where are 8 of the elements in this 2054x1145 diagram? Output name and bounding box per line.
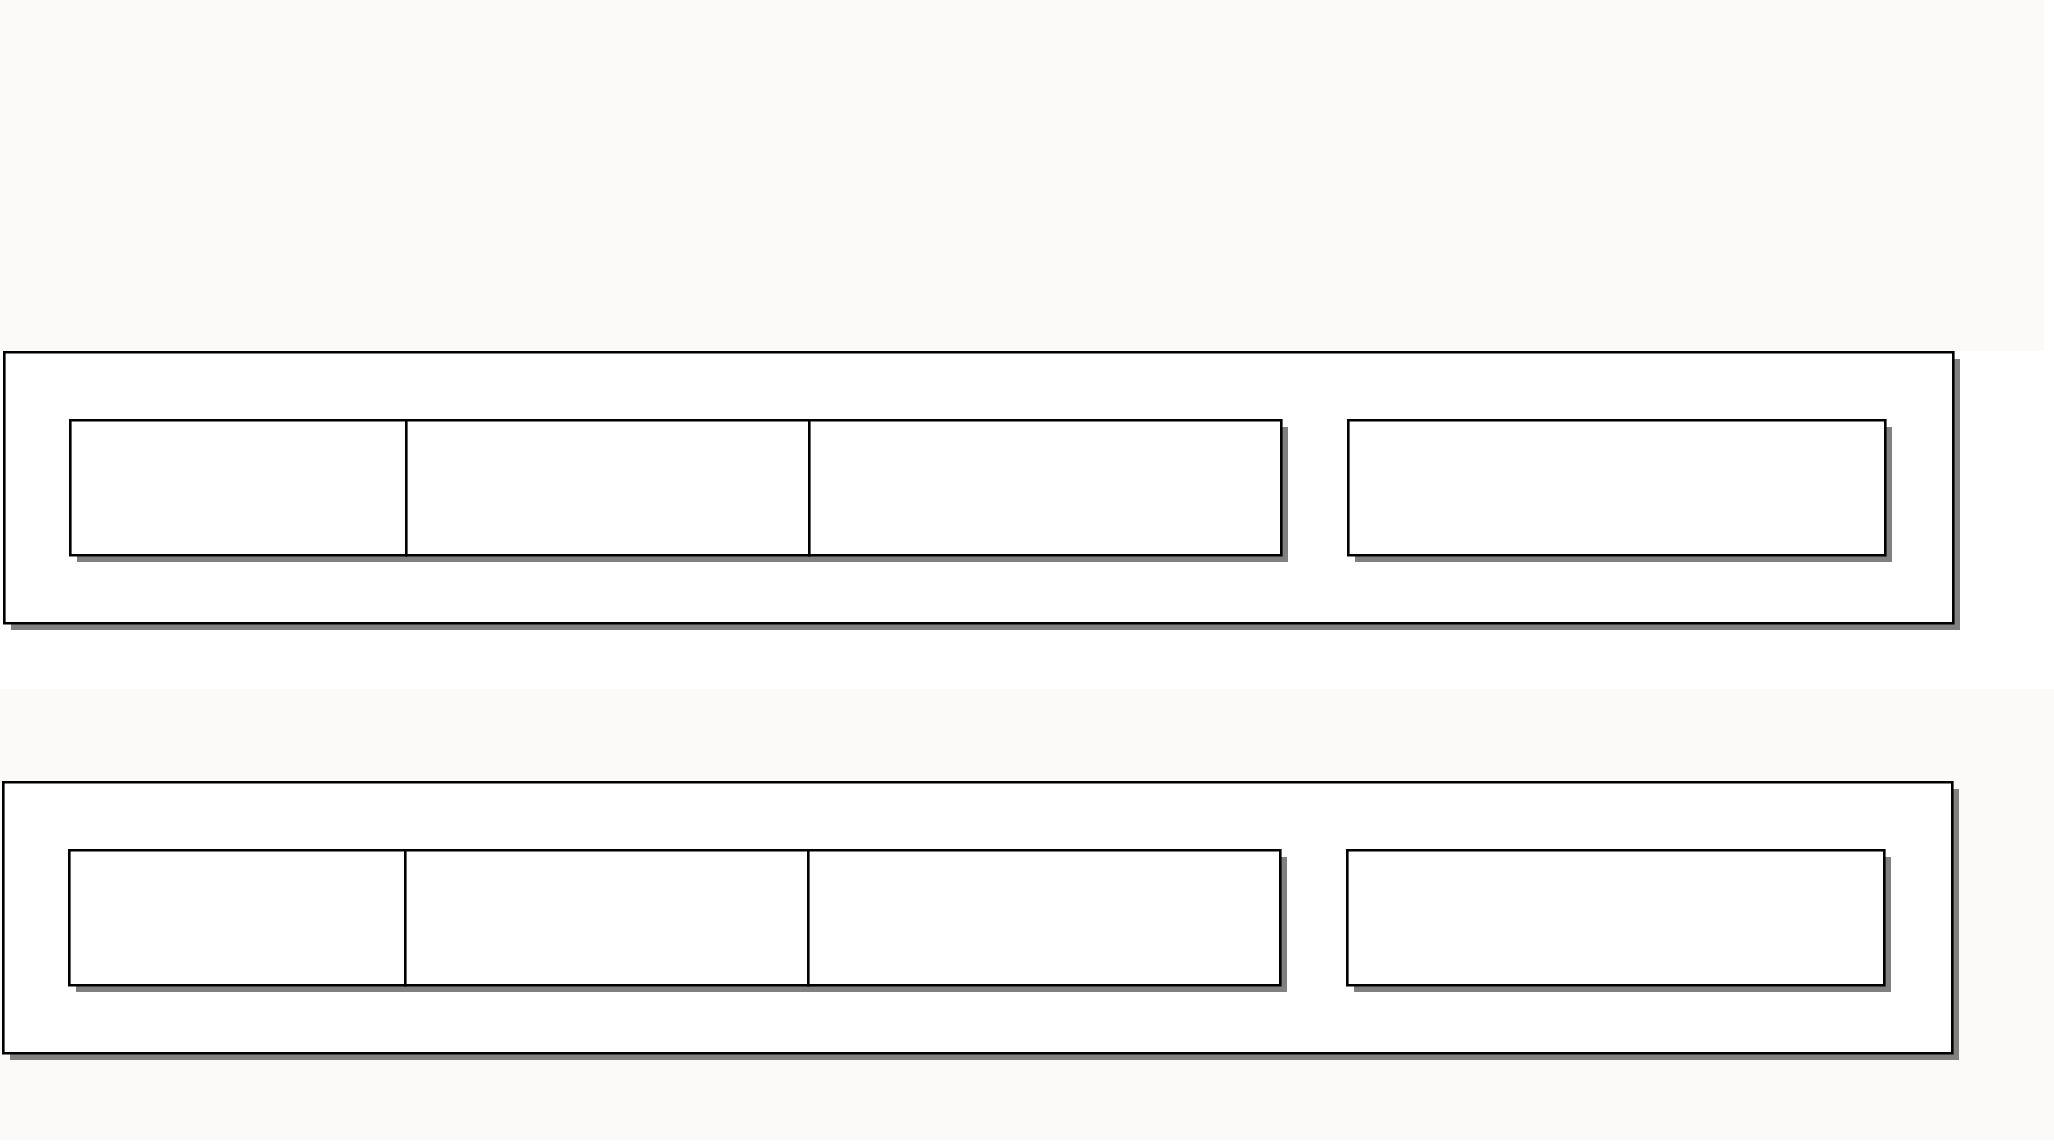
empty-box — [808, 419, 1288, 562]
empty-box — [1346, 849, 1891, 992]
empty-box — [1347, 419, 1892, 562]
empty-box — [69, 419, 413, 562]
empty-box — [807, 849, 1287, 992]
empty-box — [68, 849, 412, 992]
empty-box — [404, 849, 815, 992]
empty-box — [405, 419, 816, 562]
